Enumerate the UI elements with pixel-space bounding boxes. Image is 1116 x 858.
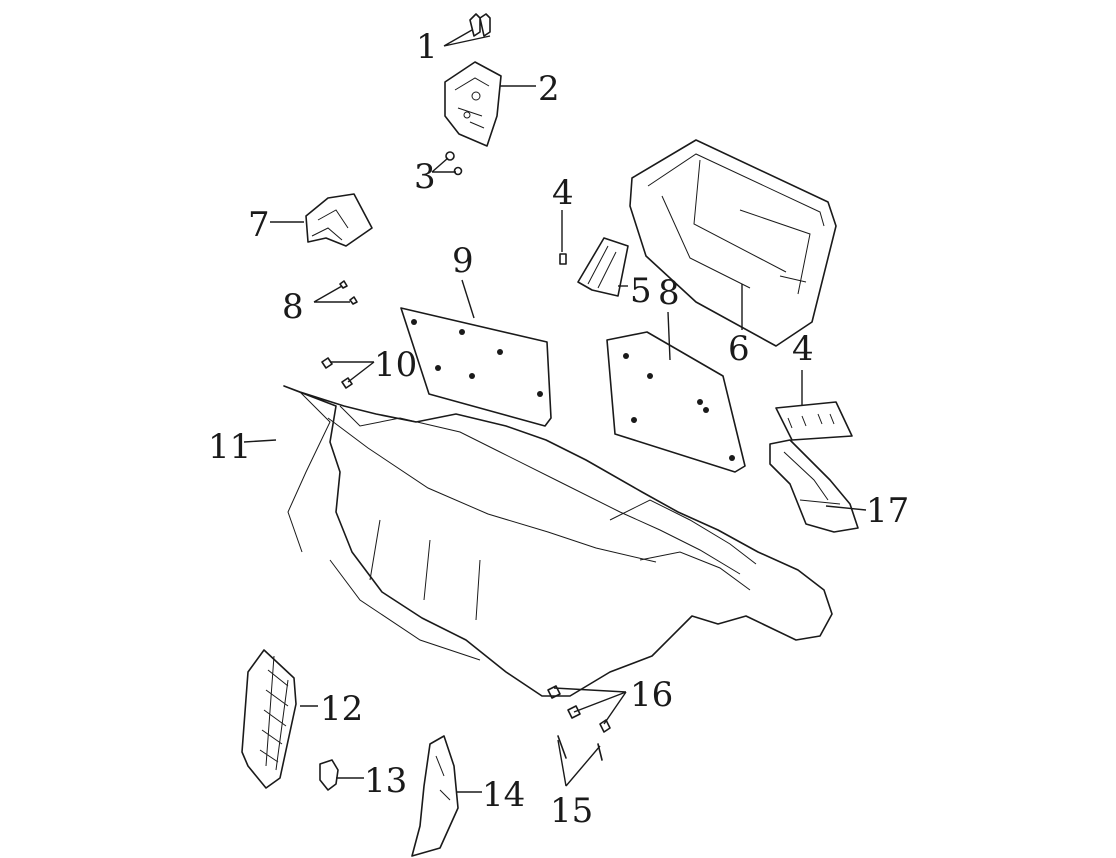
callout-8-right: 8: [658, 273, 680, 313]
part-6-storage-tray: [629, 139, 837, 347]
callout-labels: 1 2 3 4 5 8 6 7 8 9 10 4 11 17 12 13 14 …: [208, 27, 909, 831]
callout-8-left: 8: [282, 287, 304, 327]
part-5-plate-clip: [577, 237, 629, 297]
part-10-nuts: [321, 357, 353, 389]
part-13-clip: [319, 759, 339, 791]
callout-6: 6: [728, 329, 750, 369]
callout-9: 9: [452, 241, 474, 281]
callout-5: 5: [630, 271, 652, 311]
part-8-cover-plate: [606, 331, 746, 473]
callout-14: 14: [482, 775, 525, 815]
callout-7: 7: [248, 205, 270, 245]
part-11-floor-panel: [283, 385, 833, 697]
part-9-cover-plate: [400, 307, 552, 427]
part-2-bracket: [444, 61, 502, 147]
part-17-side-bracket: [769, 439, 859, 533]
callout-11: 11: [208, 427, 251, 467]
part-1-clips: [469, 13, 491, 37]
part-14-side-flap: [411, 735, 459, 857]
part-8-screws-left: [339, 280, 358, 305]
part-4-screw-upper: [559, 253, 567, 265]
part-4-screw-set: [775, 401, 853, 441]
part-15-pins: [557, 735, 603, 761]
leader-lines: [243, 29, 867, 793]
callout-4-lower: 4: [792, 329, 814, 369]
callout-12: 12: [320, 689, 363, 729]
part-16-clips: [547, 685, 611, 733]
callout-4-upper: 4: [552, 173, 574, 213]
part-12-grille: [241, 649, 297, 789]
callout-15: 15: [550, 791, 593, 831]
part-3-screws: [445, 151, 463, 176]
callout-13: 13: [364, 761, 407, 801]
callout-10: 10: [374, 345, 417, 385]
callout-3: 3: [414, 157, 436, 197]
callout-16: 16: [630, 675, 673, 715]
callout-2: 2: [538, 69, 560, 109]
callout-1: 1: [416, 27, 438, 67]
callout-17: 17: [866, 491, 909, 531]
part-7-hook-bracket: [305, 193, 373, 247]
